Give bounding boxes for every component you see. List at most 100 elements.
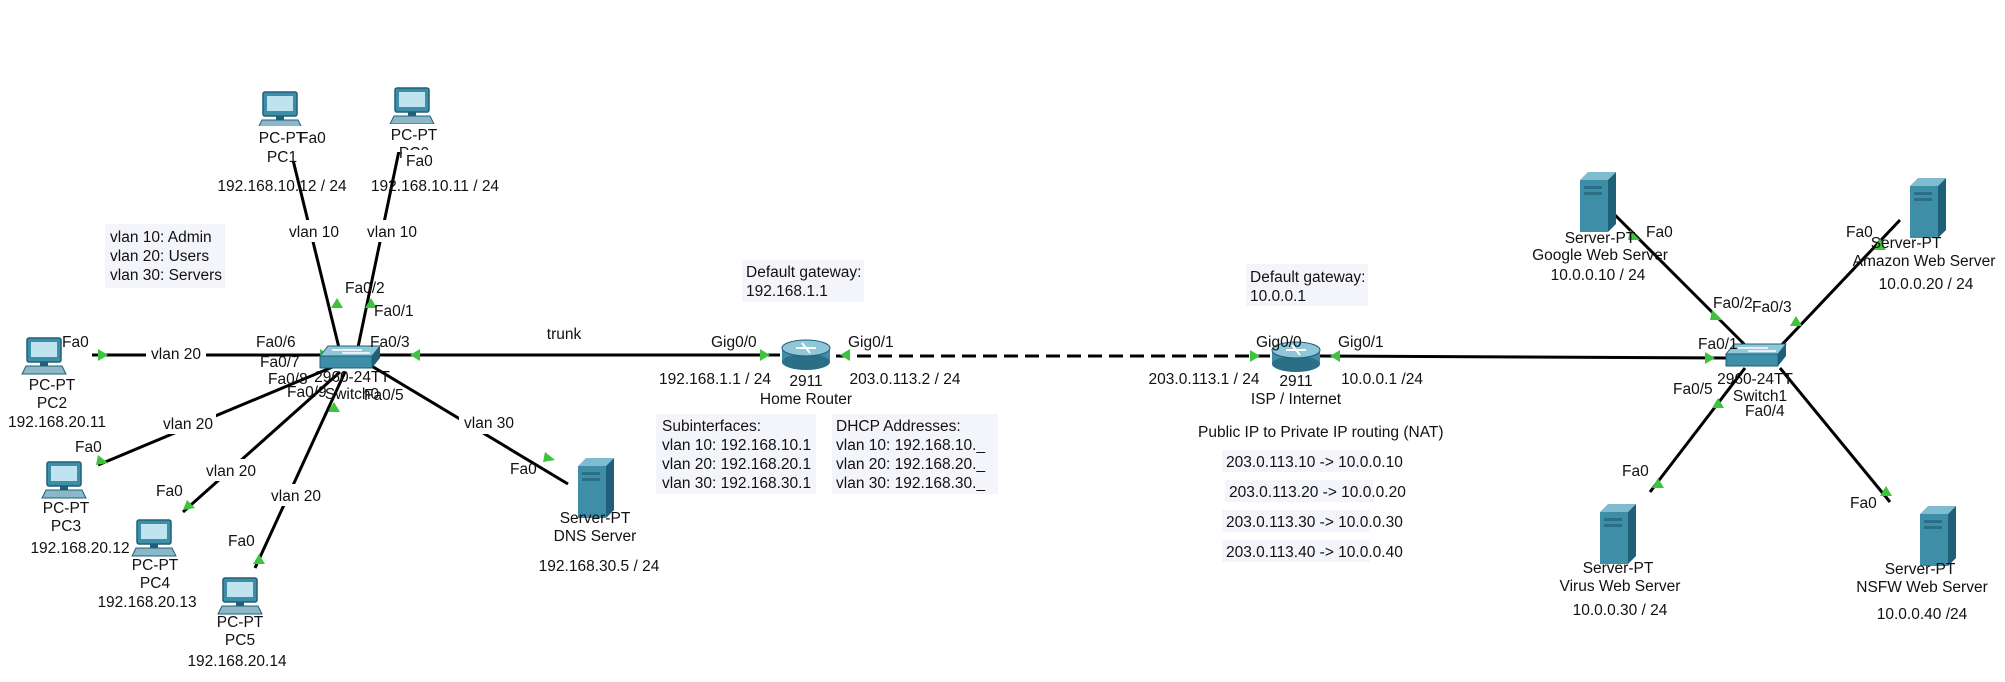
gateway-title: Default gateway:	[746, 264, 861, 281]
port-label: Fa0	[156, 483, 183, 500]
ip-label: 10.0.0.30 / 24	[1573, 602, 1668, 619]
ip-label: 192.168.1.1 / 24	[659, 371, 771, 388]
link-pc3-switch0[interactable]	[97, 364, 336, 467]
device-name: Virus Web Server	[1560, 578, 1681, 595]
note-title: DHCP Addresses:	[836, 418, 961, 435]
device-model: PC-PT	[132, 557, 179, 574]
note-line: vlan 10: 192.168.10._	[836, 437, 985, 454]
device-name: PC4	[140, 575, 171, 592]
isp-router-device[interactable]: 2911 ISP / Internet	[1251, 341, 1342, 408]
link-label: vlan 10	[367, 224, 417, 241]
device-model: PC-PT	[29, 377, 76, 394]
dhcp-note: DHCP Addresses: vlan 10: 192.168.10._ vl…	[832, 414, 998, 494]
note-line: 203.0.113.40 -> 10.0.0.40	[1226, 544, 1403, 561]
port-marker-pc4	[183, 500, 195, 510]
port-marker-sw0-fa02	[331, 298, 343, 308]
ip-label: 10.0.0.40 /24	[1877, 606, 1968, 623]
ip-label: 192.168.20.11	[8, 414, 106, 431]
isp-gateway-note: Default gateway: 10.0.0.1	[1246, 264, 1368, 306]
link-pc5-switch0[interactable]	[253, 371, 347, 569]
device-name: Amazon Web Server	[1853, 253, 1996, 270]
nsfw-server-device[interactable]: Server-PT NSFW Web Server	[1856, 506, 1988, 596]
subinterfaces-note: Subinterfaces: vlan 10: 192.168.10.1 vla…	[656, 414, 816, 494]
pc-icon	[217, 577, 263, 615]
pc3-device[interactable]: PC-PT PC3	[41, 461, 90, 535]
device-name: PC2	[37, 395, 67, 412]
port-marker-pc5	[253, 554, 265, 564]
vlan-legend-line: vlan 30: Servers	[110, 267, 222, 284]
google-server-device[interactable]: Server-PT Google Web Server	[1532, 172, 1668, 264]
port-marker-sw1-fa02	[1710, 310, 1722, 320]
server-icon	[1910, 178, 1946, 238]
pc-icon	[131, 519, 177, 557]
device-model: Server-PT	[1885, 561, 1956, 578]
gateway-value: 10.0.0.1	[1250, 288, 1306, 305]
port-marker-sw1-fa03	[1790, 316, 1802, 326]
virus-server-device[interactable]: Server-PT Virus Web Server	[1560, 504, 1681, 595]
home-router-device[interactable]: 2911 Home Router	[760, 339, 852, 408]
device-name: Switch0	[325, 386, 380, 403]
device-model: Server-PT	[1871, 235, 1942, 252]
amazon-server-device[interactable]: Server-PT Amazon Web Server	[1853, 178, 1996, 270]
port-label: Gig0/0	[1256, 334, 1302, 351]
device-name: ISP / Internet	[1251, 391, 1342, 408]
note-line: vlan 30: 192.168.30._	[836, 475, 985, 492]
link-pc4-switch0[interactable]	[182, 370, 341, 514]
link-label: vlan 10	[289, 224, 339, 241]
port-marker-pc3	[96, 455, 108, 465]
port-label: Fa0	[75, 439, 102, 456]
device-model: 2960-24TT	[314, 369, 390, 386]
pc0-device[interactable]: PC-PT PC0	[386, 87, 442, 162]
note-title: Public IP to Private IP routing (NAT)	[1198, 424, 1444, 441]
device-model: Server-PT	[1583, 560, 1654, 577]
home-gateway-note: Default gateway: 192.168.1.1	[742, 260, 864, 302]
gateway-title: Default gateway:	[1250, 269, 1365, 286]
pc-icon	[257, 91, 303, 129]
device-name: Home Router	[760, 391, 852, 408]
device-name: DNS Server	[554, 528, 637, 545]
pc1-device[interactable]: PC-PT PC1	[254, 91, 310, 166]
note-line: vlan 10: 192.168.10.1	[662, 437, 811, 454]
ip-label: 10.0.0.20 / 24	[1879, 276, 1974, 293]
port-label: Fa0	[1622, 463, 1649, 480]
note-line: 203.0.113.30 -> 10.0.0.30	[1226, 514, 1403, 531]
device-model: Server-PT	[560, 510, 631, 527]
port-label: Fa0/8	[268, 371, 308, 388]
dns-server-device[interactable]: Server-PT DNS Server	[554, 458, 637, 545]
port-label: Fa0/2	[345, 280, 385, 297]
port-marker-router-gig01	[840, 349, 850, 361]
port-marker-pc2	[98, 349, 108, 361]
switch1-port-labels: Fa0/2 Fa0/3 Fa0/1 Fa0/5 Fa0/4	[1673, 295, 1792, 420]
port-marker-router-gig00	[760, 349, 770, 361]
vlan-legend-line: vlan 10: Admin	[110, 229, 212, 246]
port-label: Fa0	[406, 153, 433, 170]
pc-icon	[389, 87, 435, 125]
pc2-device[interactable]: PC-PT PC2	[21, 337, 76, 412]
link-label: vlan 20	[151, 346, 201, 363]
link-pc1-switch0[interactable]	[291, 159, 342, 353]
device-name: PC3	[51, 518, 81, 535]
port-marker-isp-gig00	[1250, 350, 1260, 362]
link-nsfw-switch1[interactable]	[1778, 367, 1892, 503]
link-google-switch1[interactable]	[1610, 210, 1754, 354]
switch0-device[interactable]: 2960-24TT Switch0	[314, 345, 390, 403]
link-isp-switch1[interactable]	[1317, 354, 1731, 360]
port-label: Fa0/1	[1698, 336, 1738, 353]
port-label: Fa0/9	[287, 384, 327, 401]
device-model: PC-PT	[43, 500, 90, 517]
port-label: Fa0/3	[1752, 299, 1792, 316]
link-label: vlan 20	[163, 416, 213, 433]
port-label: Fa0	[510, 461, 537, 478]
pc4-device[interactable]: PC-PT PC4	[131, 519, 179, 592]
server-icon	[578, 458, 614, 518]
device-model: 2911	[1279, 373, 1312, 390]
ip-label: 10.0.0.1 /24	[1341, 371, 1423, 388]
port-label: Gig0/1	[1338, 334, 1384, 351]
pc5-device[interactable]: PC-PT PC5	[217, 577, 264, 649]
ip-label: 192.168.20.12	[30, 540, 129, 557]
port-label: Fa0/4	[1745, 403, 1785, 420]
switch1-device[interactable]: 2960-24TT Switch1	[1717, 343, 1793, 405]
device-model: PC-PT	[217, 614, 264, 631]
port-label: Fa0	[1646, 224, 1673, 241]
link-virus-switch1[interactable]	[1648, 367, 1747, 493]
